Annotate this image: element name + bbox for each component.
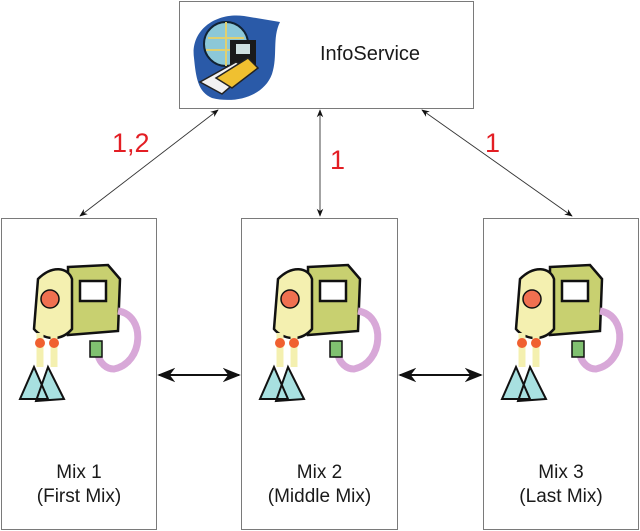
mix-label-3: Mix 3 (Last Mix) [484,461,638,509]
connection-label-mix3: 1 [485,128,501,158]
mix-label-1: Mix 1 (First Mix) [2,461,156,509]
connection-label-mix1: 1,2 [112,128,150,158]
hand-mixer-icon [18,263,142,403]
infoservice-label: InfoService [320,43,421,65]
mix-name: Mix 2 [296,462,343,483]
globe-documents-icon [193,15,280,100]
mix-label-2: Mix 2 (Middle Mix) [242,461,397,509]
hand-mixer-icon [500,263,624,403]
arrow-infoservice-mix3 [421,109,573,217]
mix-name: Mix 3 [538,462,584,483]
mix-role: (Last Mix) [519,486,603,507]
mix-name: Mix 1 [56,462,102,483]
mix-node-3: Mix 3 (Last Mix) [483,218,639,530]
connection-label-mix2: 1 [330,145,346,175]
mix-role: (Middle Mix) [267,486,372,507]
arrow-infoservice-mix1 [79,109,219,217]
mix-node-2: Mix 2 (Middle Mix) [241,218,398,530]
mix-node-1: Mix 1 (First Mix) [1,218,157,530]
mix-role: (First Mix) [36,486,122,507]
hand-mixer-icon [258,263,382,403]
infoservice-node: InfoService [179,1,474,109]
